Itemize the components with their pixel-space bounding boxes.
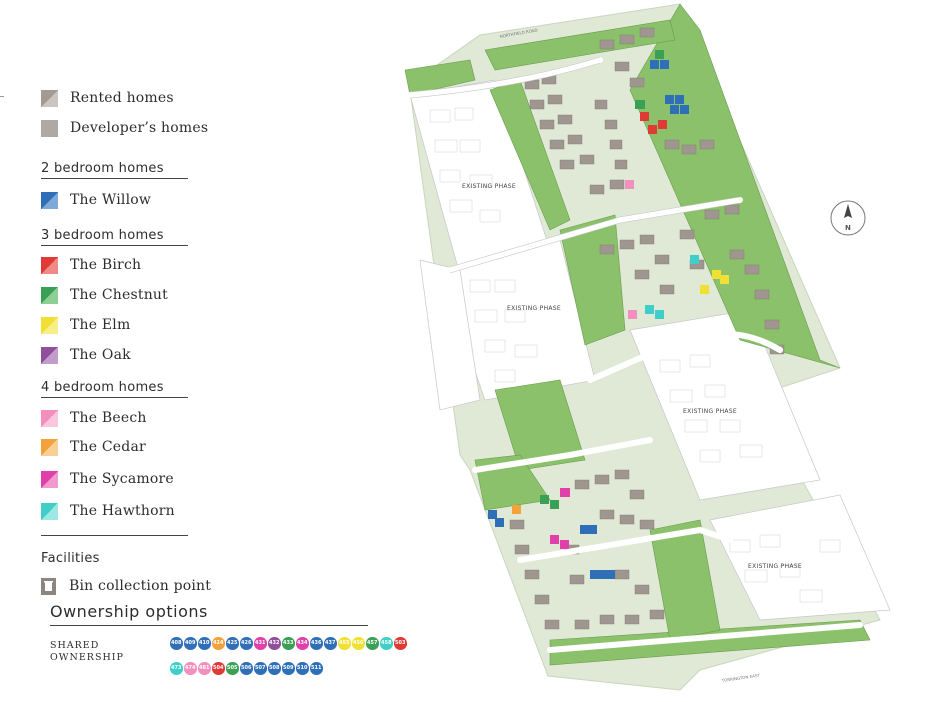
beech-plots (625, 180, 637, 319)
hawthorn-plots (645, 255, 699, 319)
rented-swatch (41, 89, 58, 107)
facilities-heading: Facilities (41, 551, 100, 566)
plot-number-badge: 425 (226, 637, 239, 650)
plot-number-badge: 455 (338, 637, 351, 650)
legend-label: The Sycamore (70, 471, 174, 487)
plot-number-badge: 509 (282, 662, 295, 675)
legend-elm: The Elm (41, 316, 130, 334)
roads (407, 57, 863, 653)
site-plan-map: EXISTING PHASE EXISTING PHASE EXISTING P… (404, 3, 891, 691)
plot-number-badge: 426 (240, 637, 253, 650)
ownership-heading: Ownership options (50, 602, 208, 621)
existing-phase-label-4: EXISTING PHASE (748, 563, 802, 570)
cedar-plots (512, 505, 521, 514)
shared-ownership-label: SHARED OWNERSHIP (50, 640, 124, 664)
willow-swatch (41, 191, 58, 209)
legend-hawthorn: The Hawthorn (41, 502, 175, 520)
willow-plots (488, 60, 689, 579)
existing-phase-label-1: EXISTING PHASE (462, 183, 516, 190)
legend-label: The Elm (70, 317, 131, 333)
legend-label: The Chestnut (70, 287, 168, 303)
plot-number-badge: 474 (184, 662, 197, 675)
legend-label: The Oak (70, 347, 131, 363)
legend-label: The Cedar (70, 439, 146, 455)
legend-birch: The Birch (41, 256, 141, 274)
plot-number-badge: 481 (198, 662, 211, 675)
three-bed-heading: 3 bedroom homes (41, 228, 188, 246)
plot-number-badge: 511 (310, 662, 323, 675)
plot-number-badge: 437 (324, 637, 337, 650)
legend-label: The Beech (70, 410, 147, 426)
sycamore-plots (550, 488, 570, 549)
bin-icon (41, 577, 56, 595)
plot-number-badge: 410 (198, 637, 211, 650)
compass-north-label: N (845, 224, 851, 232)
plot-number-badge: 456 (352, 637, 365, 650)
legend-willow: The Willow (41, 191, 151, 209)
map-legend: Rented homes Developer’s homes 2 bedroom… (0, 0, 407, 702)
birch-plots (640, 112, 667, 134)
chestnut-plots (540, 50, 664, 509)
plot-number-badge: 505 (226, 662, 239, 675)
developer-swatch (41, 119, 58, 137)
ownership-rule (50, 625, 368, 626)
plot-number-badge: 409 (184, 637, 197, 650)
legend-label: The Willow (70, 192, 152, 208)
plot-number-badge: 408 (170, 637, 183, 650)
plot-number-badge: 508 (268, 662, 281, 675)
plot-number-badge: 436 (310, 637, 323, 650)
legend-cedar: The Cedar (41, 438, 146, 456)
shared-label-line1: SHARED (50, 640, 100, 651)
cedar-swatch (41, 438, 58, 456)
plot-number-badge: 457 (366, 637, 379, 650)
legend-label: The Birch (70, 257, 142, 273)
legend-beech: The Beech (41, 409, 147, 427)
plot-number-badge: 510 (296, 662, 309, 675)
oak-swatch (41, 346, 58, 364)
road-label-south: TORRINGTON EAST (720, 673, 760, 684)
elm-plots (700, 270, 729, 294)
plot-number-badge: 503 (394, 637, 407, 650)
plot-number-badge: 431 (254, 637, 267, 650)
plot-number-badge: 424 (212, 637, 225, 650)
legend-label: Developer’s homes (70, 120, 209, 136)
chestnut-swatch (41, 286, 58, 304)
road-label-north: NORTHFIELD ROAD (499, 27, 538, 39)
plot-number-badge: 433 (282, 637, 295, 650)
plot-number-badge: 506 (240, 662, 253, 675)
four-bed-heading: 4 bedroom homes (41, 380, 188, 398)
plot-number-badge: 432 (268, 637, 281, 650)
birch-swatch (41, 256, 58, 274)
sycamore-swatch (41, 470, 58, 488)
edge-mark (0, 96, 4, 97)
legend-label: The Hawthorn (70, 503, 175, 519)
compass-icon: N (830, 200, 866, 236)
elm-swatch (41, 316, 58, 334)
legend-label: Bin collection point (69, 578, 212, 594)
beech-swatch (41, 409, 58, 427)
legend-divider (41, 535, 188, 536)
plot-number-badge: 473 (170, 662, 183, 675)
legend-rented: Rented homes (41, 89, 174, 107)
hawthorn-swatch (41, 502, 58, 520)
existing-phase-houses (429, 107, 841, 603)
legend-chestnut: The Chestnut (41, 286, 168, 304)
plot-number-badge: 504 (212, 662, 225, 675)
legend-oak: The Oak (41, 346, 131, 364)
existing-phase-label-3: EXISTING PHASE (683, 408, 737, 415)
plot-number-badge: 458 (380, 637, 393, 650)
road-edges (409, 56, 741, 274)
legend-label: Rented homes (70, 90, 174, 106)
plot-number-badge: 434 (296, 637, 309, 650)
plot-number-badge: 507 (254, 662, 267, 675)
two-bed-heading: 2 bedroom homes (41, 161, 188, 179)
legend-developer: Developer’s homes (41, 119, 208, 137)
legend-sycamore: The Sycamore (41, 470, 174, 488)
legend-bin: Bin collection point (41, 577, 211, 595)
existing-phase-label-2: EXISTING PHASE (507, 305, 561, 312)
shared-label-line2: OWNERSHIP (50, 652, 124, 663)
